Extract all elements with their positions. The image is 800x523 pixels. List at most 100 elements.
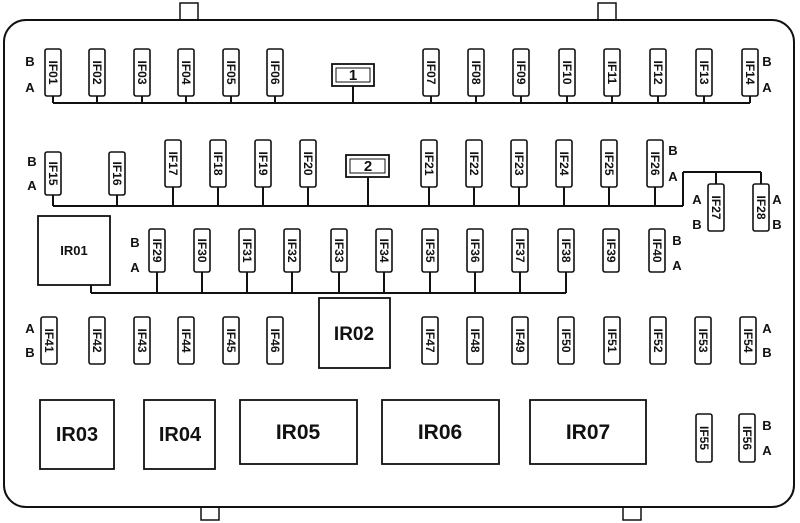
fuse-if31-body xyxy=(238,228,256,273)
fuse-if50-label: IF50 xyxy=(559,328,573,352)
terminal-a-if56: A xyxy=(762,443,772,458)
fuse-if04-body xyxy=(177,48,195,97)
relay-ir07: IR07 xyxy=(529,399,647,465)
terminal-b-if01: B xyxy=(25,54,34,69)
fuse-if23-body xyxy=(510,139,528,188)
fuse-if33-label: IF33 xyxy=(332,238,346,262)
fuse-if22-label: IF22 xyxy=(467,151,481,175)
terminal-a-if27: A xyxy=(692,192,702,207)
fuse-if39-label: IF39 xyxy=(604,238,618,262)
fuse-if42-body xyxy=(88,316,106,365)
fuse-if30-body xyxy=(193,228,211,273)
fuse-if15-body xyxy=(44,151,62,196)
relay-ir04-label: IR04 xyxy=(159,424,202,446)
relay-ir03-label: IR03 xyxy=(56,424,98,446)
fuse-if23: IF23 xyxy=(510,139,528,188)
relay-ir02-label: IR02 xyxy=(334,324,374,345)
fuse-if39-body xyxy=(602,228,620,273)
fuse-if42-label: IF42 xyxy=(90,328,104,352)
terminal-b-if14: B xyxy=(762,54,771,69)
fuse-if28-body xyxy=(752,183,770,232)
fuse-if38-body xyxy=(557,228,575,273)
fuse-if22: IF22 xyxy=(465,139,483,188)
fuse-if16-body xyxy=(108,151,126,196)
fuse-if11-label: IF11 xyxy=(605,61,619,85)
fuse-if41-label: IF41 xyxy=(42,328,56,352)
fuse-if14-label: IF14 xyxy=(743,60,757,84)
fuse-if48-label: IF48 xyxy=(468,328,482,352)
fuse-if55-body xyxy=(695,413,713,463)
fuse-if52: IF52 xyxy=(649,316,667,365)
fuse-if13: IF13 xyxy=(695,48,713,97)
fuse-if34-label: IF34 xyxy=(377,238,391,262)
fuse-if18-body xyxy=(209,139,227,188)
fuse-if14: IF14 xyxy=(741,48,759,97)
terminal-b-if26: B xyxy=(668,143,677,158)
relay-ir05: IR05 xyxy=(239,399,358,465)
fuse-if27-body xyxy=(707,183,725,232)
fuse-if46-label: IF46 xyxy=(268,328,282,352)
fuse-if53-body xyxy=(694,316,712,365)
terminal-a-if01: A xyxy=(25,80,35,95)
fuse-box-housing xyxy=(3,19,795,508)
relay-ir01: IR01 xyxy=(37,215,111,286)
fuse-if44-body xyxy=(177,316,195,365)
fuse-if41-body xyxy=(40,316,58,365)
fuse-if05-label: IF05 xyxy=(224,60,238,84)
fuse-if07-label: IF07 xyxy=(424,60,438,84)
fuse-if03-body xyxy=(133,48,151,97)
terminal-b-if41: B xyxy=(25,345,34,360)
fuse-if35: IF35 xyxy=(421,228,439,273)
fuse-if45-label: IF45 xyxy=(224,328,238,352)
fuse-if24-label: IF24 xyxy=(557,151,571,175)
fuse-if07-body xyxy=(422,48,440,97)
relay-ir05-label: IR05 xyxy=(276,421,321,444)
fuse-if20-label: IF20 xyxy=(301,151,315,175)
fuse-if51-label: IF51 xyxy=(605,328,619,352)
fuse-if36-body xyxy=(466,228,484,273)
fuse-if44: IF44 xyxy=(177,316,195,365)
fuse-if11-body xyxy=(603,48,621,97)
fuse-if54-body xyxy=(739,316,757,365)
fuse-if29-label: IF29 xyxy=(150,238,164,262)
fuse-if13-label: IF13 xyxy=(697,60,711,84)
fuse-if26-label: IF26 xyxy=(648,151,662,175)
fuse-if27: IF27 xyxy=(707,183,725,232)
fuse-if08-body xyxy=(467,48,485,97)
terminal-a-if29: A xyxy=(130,260,140,275)
fuse-if10: IF10 xyxy=(558,48,576,97)
fuse-if03: IF03 xyxy=(133,48,151,97)
fuse-if34-body xyxy=(375,228,393,273)
fuse-if11: IF11 xyxy=(603,48,621,97)
terminal-b-if40: B xyxy=(672,233,681,248)
fuse-if15-label: IF15 xyxy=(46,161,60,185)
fuse-if03-label: IF03 xyxy=(135,60,149,84)
fuse-if29: IF29 xyxy=(148,228,166,273)
terminal-b-if56: B xyxy=(762,418,771,433)
fuse-if46: IF46 xyxy=(266,316,284,365)
connector-1: 1 xyxy=(331,63,375,87)
fuse-if19-label: IF19 xyxy=(256,151,270,175)
fuse-if36: IF36 xyxy=(466,228,484,273)
relay-ir01-label: IR01 xyxy=(60,243,87,258)
fuse-if37: IF37 xyxy=(511,228,529,273)
fuse-if09: IF09 xyxy=(512,48,530,97)
fuse-if02: IF02 xyxy=(88,48,106,97)
fuse-if18: IF18 xyxy=(209,139,227,188)
fuse-if43: IF43 xyxy=(133,316,151,365)
fuse-if01-body xyxy=(44,48,62,97)
fuse-if01: IF01 xyxy=(44,48,62,97)
fuse-if47-body xyxy=(421,316,439,365)
fuse-if45-body xyxy=(222,316,240,365)
fuse-if06-body xyxy=(266,48,284,97)
fuse-if52-label: IF52 xyxy=(651,328,665,352)
fuse-if45: IF45 xyxy=(222,316,240,365)
fuse-if22-body xyxy=(465,139,483,188)
relay-ir03: IR03 xyxy=(39,399,115,470)
fuse-if17-body xyxy=(164,139,182,188)
fuse-if40: IF40 xyxy=(648,228,666,273)
fuse-if56-label: IF56 xyxy=(740,426,754,450)
